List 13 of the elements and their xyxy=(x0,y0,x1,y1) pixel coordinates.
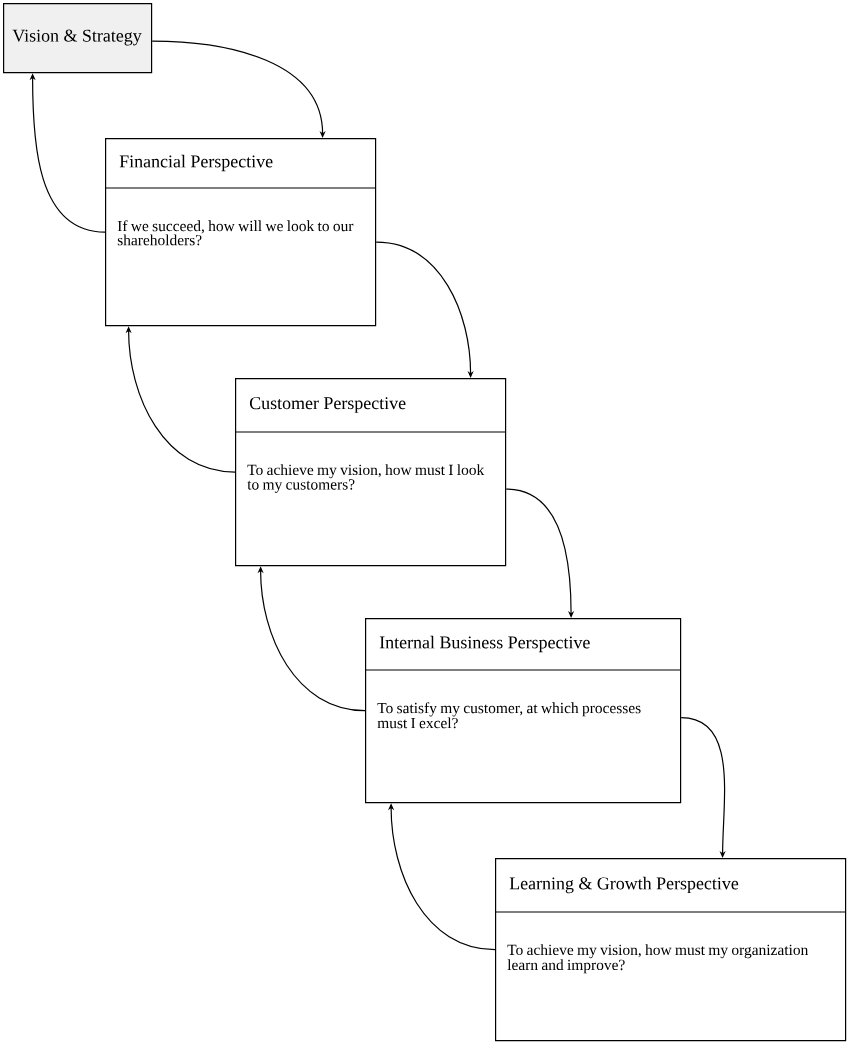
curved-arrow xyxy=(505,488,575,618)
box-heading: Internal Business Perspective xyxy=(379,635,590,653)
box-heading: Customer Perspective xyxy=(249,397,406,413)
box-heading: Financial Perspective xyxy=(119,154,273,172)
box-question: To achieve my vision, how must my organization learn and improve? xyxy=(507,944,809,974)
box-question: To achieve my vision, how must I look to my customers? xyxy=(247,464,485,493)
curved-arrow xyxy=(375,241,474,378)
box-question: To satisfy my customer, at which processes must I excel? xyxy=(377,702,641,729)
curved-arrow xyxy=(151,40,326,138)
box-heading: Learning & Growth Perspective xyxy=(509,876,739,894)
box-question: If we succeed, how will we look to our shareholders? xyxy=(117,220,354,246)
curved-arrow xyxy=(680,717,726,858)
box-heading: Vision & Strategy xyxy=(12,29,142,46)
